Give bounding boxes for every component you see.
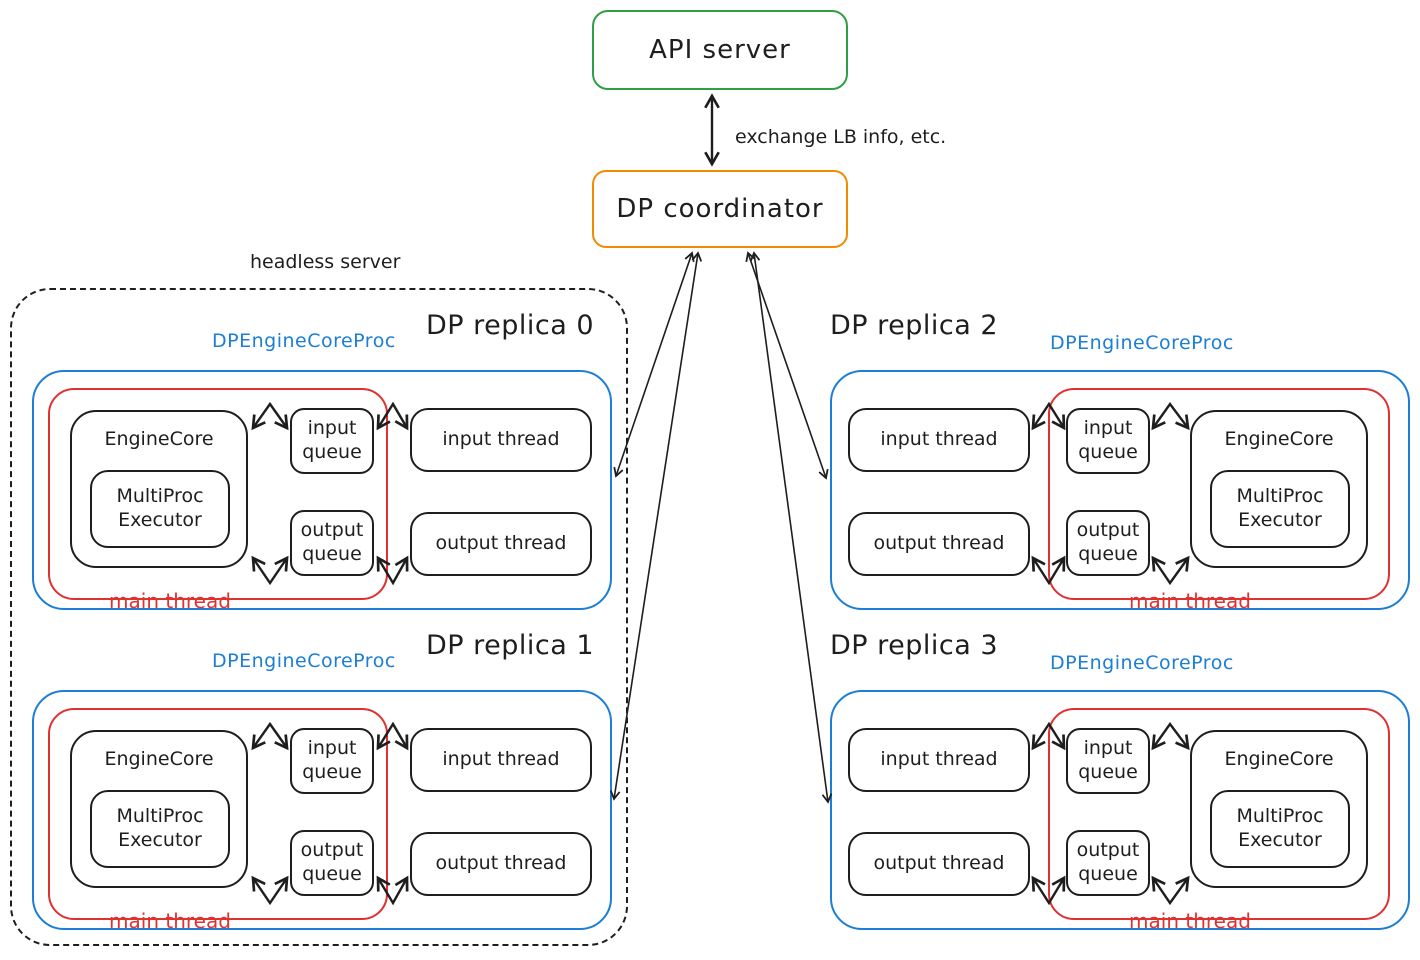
replica-2-input-queue-label: input queue — [1078, 417, 1138, 463]
replica-0-output-queue: output queue — [290, 510, 374, 576]
replica-0-engine-core-label: EngineCore — [104, 428, 214, 450]
replica-3-main-thread-label: main thread — [1129, 909, 1251, 933]
replica-1-proc-label: DPEngineCoreProc — [212, 650, 396, 672]
api-server-label: API server — [649, 34, 791, 65]
replica-0-input-thread: input thread — [410, 408, 592, 472]
replica-2-title: DP replica 2 — [830, 310, 999, 341]
replica-3-engine-core-label: EngineCore — [1224, 748, 1334, 770]
replica-1: DP replica 1 DPEngineCoreProc EngineCore… — [0, 622, 640, 952]
replica-3-output-thread-label: output thread — [873, 852, 1005, 875]
replica-3-input-thread-label: input thread — [880, 748, 998, 771]
replica-0-input-queue: input queue — [290, 408, 374, 474]
replica-2-multiproc-label: MultiProc Executor — [1236, 485, 1324, 531]
replica-1-title: DP replica 1 — [426, 630, 595, 661]
replica-0-multiproc-label: MultiProc Executor — [116, 485, 204, 531]
replica-0-input-queue-label: input queue — [302, 417, 362, 463]
replica-0-output-thread: output thread — [410, 512, 592, 576]
replica-2-output-queue-label: output queue — [1076, 519, 1140, 565]
replica-1-multiproc-executor: MultiProc Executor — [90, 790, 230, 868]
replica-3-output-queue: output queue — [1066, 830, 1150, 896]
replica-2-input-queue: input queue — [1066, 408, 1150, 474]
dp-coordinator-node: DP coordinator — [592, 170, 848, 248]
replica-1-input-queue: input queue — [290, 728, 374, 794]
replica-0-input-thread-label: input thread — [442, 428, 560, 451]
api-coordinator-edge-label: exchange LB info, etc. — [735, 126, 947, 148]
replica-1-output-queue: output queue — [290, 830, 374, 896]
replica-3-input-queue-label: input queue — [1078, 737, 1138, 783]
replica-3-title: DP replica 3 — [830, 630, 999, 661]
replica-3-multiproc-executor: MultiProc Executor — [1210, 790, 1350, 868]
replica-3-multiproc-label: MultiProc Executor — [1236, 805, 1324, 851]
replica-2-output-queue: output queue — [1066, 510, 1150, 576]
replica-0-output-queue-label: output queue — [300, 519, 364, 565]
replica-0-main-thread-label: main thread — [109, 589, 231, 613]
replica-2-input-thread: input thread — [848, 408, 1030, 472]
replica-2-main-thread-frame — [1048, 388, 1390, 600]
replica-1-main-thread-frame — [48, 708, 388, 920]
replica-0-output-thread-label: output thread — [435, 532, 567, 555]
replica-0-title: DP replica 0 — [426, 310, 595, 341]
replica-3-main-thread-frame — [1048, 708, 1390, 920]
replica-2-output-thread: output thread — [848, 512, 1030, 576]
replica-1-engine-core-label: EngineCore — [104, 748, 214, 770]
replica-2-proc-label: DPEngineCoreProc — [1050, 332, 1234, 354]
replica-0-proc-label: DPEngineCoreProc — [212, 330, 396, 352]
replica-2-multiproc-executor: MultiProc Executor — [1210, 470, 1350, 548]
replica-3: DP replica 3 DPEngineCoreProc input thre… — [800, 622, 1420, 952]
replica-1-output-thread-label: output thread — [435, 852, 567, 875]
replica-1-input-thread: input thread — [410, 728, 592, 792]
replica-3-input-queue: input queue — [1066, 728, 1150, 794]
replica-3-output-queue-label: output queue — [1076, 839, 1140, 885]
replica-2-input-thread-label: input thread — [880, 428, 998, 451]
replica-1-input-thread-label: input thread — [442, 748, 560, 771]
replica-0-multiproc-executor: MultiProc Executor — [90, 470, 230, 548]
headless-server-label: headless server — [250, 251, 401, 273]
replica-3-input-thread: input thread — [848, 728, 1030, 792]
replica-1-input-queue-label: input queue — [302, 737, 362, 783]
replica-2-engine-core-label: EngineCore — [1224, 428, 1334, 450]
replica-0-main-thread-frame — [48, 388, 388, 600]
replica-3-output-thread: output thread — [848, 832, 1030, 896]
replica-0: DP replica 0 DPEngineCoreProc EngineCore… — [0, 302, 640, 632]
replica-2-output-thread-label: output thread — [873, 532, 1005, 555]
replica-1-output-queue-label: output queue — [300, 839, 364, 885]
replica-1-output-thread: output thread — [410, 832, 592, 896]
replica-2-main-thread-label: main thread — [1129, 589, 1251, 613]
replica-1-main-thread-label: main thread — [109, 909, 231, 933]
replica-1-multiproc-label: MultiProc Executor — [116, 805, 204, 851]
api-server-node: API server — [592, 10, 848, 90]
replica-2: DP replica 2 DPEngineCoreProc input thre… — [800, 302, 1420, 632]
dp-coordinator-label: DP coordinator — [616, 193, 824, 224]
replica-3-proc-label: DPEngineCoreProc — [1050, 652, 1234, 674]
